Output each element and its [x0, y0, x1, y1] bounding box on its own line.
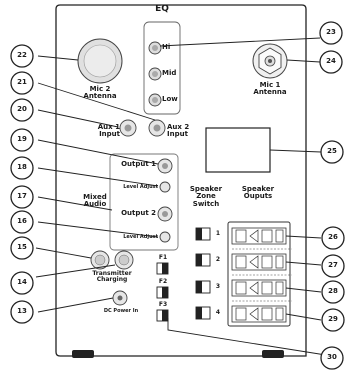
display-window: [205, 127, 271, 173]
callout-19: 19: [17, 135, 27, 143]
dc-power-in-jack[interactable]: [112, 290, 128, 306]
callout-23: 23: [326, 28, 336, 36]
dc-power-in-label: DC Power In: [103, 308, 139, 314]
callout-24: 24: [326, 57, 336, 65]
callout-21: 21: [17, 78, 27, 86]
zone-number-2: 2: [215, 256, 221, 263]
transmitter-charging-jack-2[interactable]: [114, 250, 134, 270]
leader-lines: [35, 37, 333, 357]
callout-26: 26: [328, 233, 338, 241]
callout-circles: [10, 21, 345, 370]
transmitter-charging-jack-1[interactable]: [90, 250, 110, 270]
callout-29: 29: [328, 315, 338, 323]
fuse-f1[interactable]: [156, 262, 169, 275]
callout-15: 15: [17, 243, 27, 251]
callout-30-circle: [320, 346, 344, 370]
speaker-output-3[interactable]: [231, 279, 287, 297]
eq-label-hi: Hi: [162, 43, 171, 51]
callout-18-circle: [10, 156, 34, 180]
zone-switch-3[interactable]: [195, 280, 211, 294]
callout-15-circle: [10, 236, 34, 260]
callout-25-circle: [320, 140, 344, 164]
speaker-output-block: [227, 221, 291, 327]
callout-24-circle: [319, 50, 343, 74]
callout-16-circle: [10, 210, 34, 234]
callout-28: 28: [328, 287, 338, 295]
callout-19-circle: [10, 128, 34, 152]
callout-20: 20: [17, 105, 27, 113]
level-adjust-2-label: Level Adjust: [123, 234, 158, 240]
zone-switch-1[interactable]: [195, 227, 211, 241]
fuse-f2-label: F2: [158, 278, 168, 285]
eq-title: EQ: [155, 4, 169, 14]
mixed-audio-box: [109, 153, 179, 251]
callout-26-circle: [321, 226, 345, 250]
foot-right: [262, 350, 284, 358]
output1-jack[interactable]: [157, 158, 173, 174]
speaker-output-4[interactable]: [231, 305, 287, 323]
zone-number-1: 1: [215, 230, 221, 237]
callout-17: 17: [17, 192, 27, 200]
callout-18: 18: [17, 163, 27, 171]
callout-25: 25: [327, 147, 337, 155]
zone-switch-4[interactable]: [195, 306, 211, 320]
mic1-antenna-connector[interactable]: [252, 43, 288, 79]
zone-number-4: 4: [215, 309, 221, 316]
speaker-output-2[interactable]: [231, 253, 287, 271]
callout-13: 13: [17, 307, 27, 315]
zone-switch-2[interactable]: [195, 253, 211, 267]
callout-30: 30: [327, 353, 337, 361]
callout-14: 14: [17, 278, 27, 286]
foot-left: [72, 350, 94, 358]
fuse-f3-label: F3: [158, 301, 168, 308]
eq-box: [143, 21, 181, 115]
eq-label-mid: Mid: [162, 69, 177, 77]
callout-13-circle: [10, 300, 34, 324]
callout-22: 22: [17, 51, 27, 59]
speaker-output-1[interactable]: [231, 227, 287, 245]
callout-28-circle: [321, 280, 345, 304]
callout-17-circle: [10, 185, 34, 209]
fuse-f2[interactable]: [156, 286, 169, 299]
eq-knob-low[interactable]: [148, 93, 162, 107]
callout-23-circle: [319, 21, 343, 45]
eq-knob-mid[interactable]: [148, 67, 162, 81]
output2-jack[interactable]: [157, 206, 173, 222]
output1-label: Output 1: [121, 160, 156, 168]
mic2-antenna-connector[interactable]: [77, 38, 123, 84]
fuse-f3[interactable]: [156, 309, 169, 322]
aux1-input-jack[interactable]: [119, 119, 137, 137]
callout-16: 16: [17, 217, 27, 225]
callout-22-circle: [10, 44, 34, 68]
callout-20-circle: [10, 98, 34, 122]
level-adjust-2-knob[interactable]: [159, 231, 171, 243]
callout-27: 27: [328, 261, 338, 269]
eq-label-low: Low: [162, 95, 178, 103]
callout-27-circle: [321, 254, 345, 278]
level-adjust-1-knob[interactable]: [159, 181, 171, 193]
aux2-input-jack[interactable]: [148, 119, 166, 137]
fuse-f1-label: F1: [158, 254, 168, 261]
zone-number-3: 3: [215, 283, 221, 290]
output2-label: Output 2: [121, 209, 156, 217]
eq-knob-hi[interactable]: [148, 41, 162, 55]
callout-14-circle: [10, 271, 34, 295]
callout-29-circle: [321, 308, 345, 332]
terminal-dividers: [232, 248, 292, 302]
level-adjust-1-label: Level Adjust: [123, 184, 158, 190]
callout-21-circle: [10, 71, 34, 95]
